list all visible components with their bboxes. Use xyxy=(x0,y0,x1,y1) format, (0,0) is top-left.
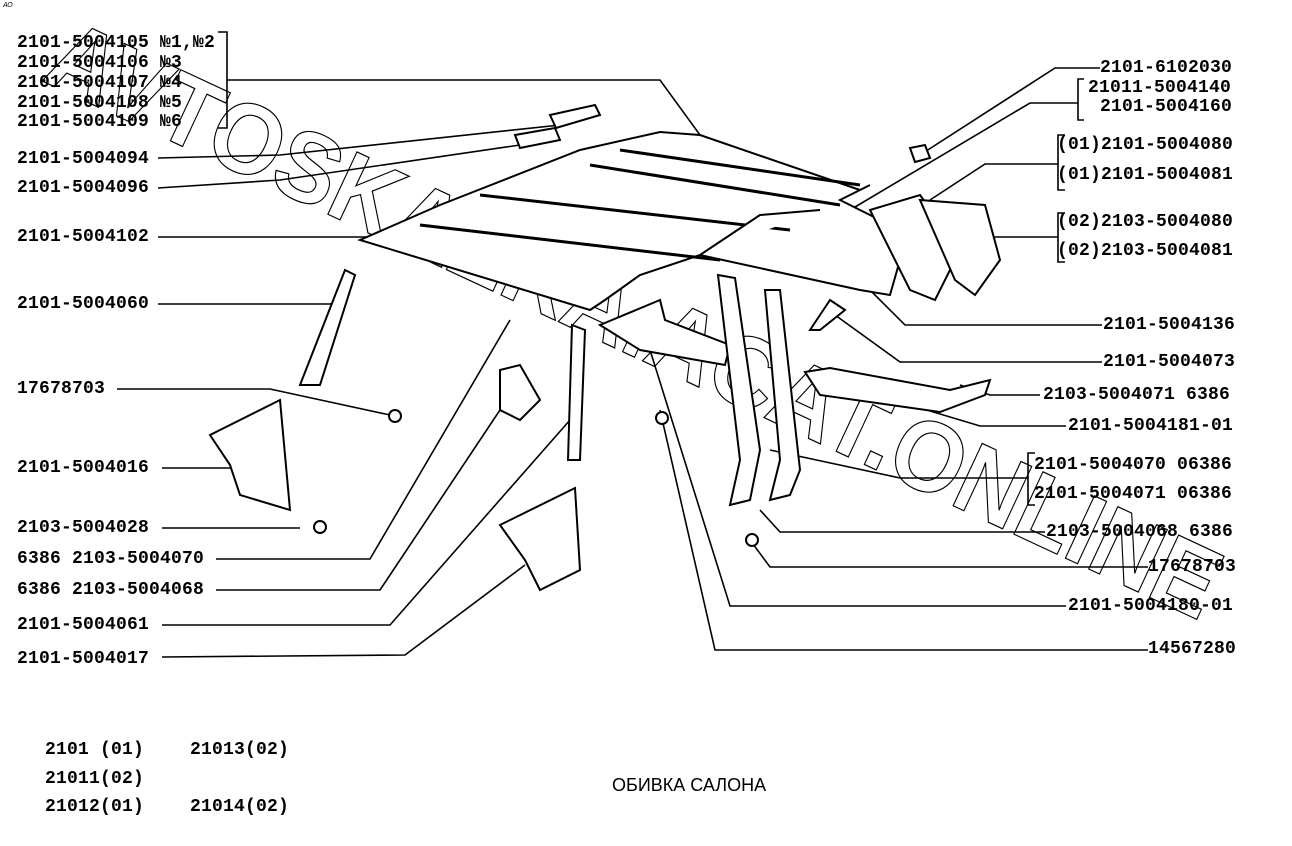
model-code: 21011(02) xyxy=(45,769,145,789)
part-label: 21011-5004140 xyxy=(1088,78,1232,98)
part-label: 2101-5004102 xyxy=(17,227,150,247)
diagram-title: ОБИВКА САЛОНА xyxy=(612,775,767,795)
part-label: 2101-5004105 №1,№2 xyxy=(17,33,216,53)
part-label: 2101-5004096 xyxy=(17,178,150,198)
part-label: 2101-5004180-01 xyxy=(1068,596,1234,616)
part-label: 2101-5004106 №3 xyxy=(17,53,183,73)
part-label: 2101-5004017 xyxy=(17,649,150,669)
part-label: 2101-5004061 xyxy=(17,615,150,635)
model-code: 21013(02) xyxy=(190,740,290,760)
part-label: 2101-6102030 xyxy=(1100,58,1233,78)
part-label: 2101-5004071 06386 xyxy=(1034,484,1233,504)
part-label: 2101-5004016 xyxy=(17,458,150,478)
trim-parts xyxy=(208,103,1002,592)
part-label: (01)2101-5004080 xyxy=(1057,135,1234,155)
part-label: 2101-5004073 xyxy=(1103,352,1236,372)
corner-mark: АО xyxy=(3,2,13,9)
part-label: 2101-5004107 №4 xyxy=(17,73,183,93)
part-label: 2101-5004136 xyxy=(1103,315,1236,335)
part-label: 17678703 xyxy=(1148,557,1237,577)
part-label: 17678703 xyxy=(17,379,106,399)
part-label: 14567280 xyxy=(1148,639,1237,659)
part-label: 2103-5004068 6386 xyxy=(1046,522,1234,542)
part-label: 2101-5004108 №5 xyxy=(17,93,183,113)
part-label: 2101-5004160 xyxy=(1100,97,1233,117)
part-label: (02)2103-5004080 xyxy=(1057,212,1234,232)
part-label: 2101-5004060 xyxy=(17,294,150,314)
model-code: 2101 (01) xyxy=(45,740,145,760)
part-label: 2103-5004071 6386 xyxy=(1043,385,1231,405)
model-code: 21014(02) xyxy=(190,797,290,817)
part-label: 6386 2103-5004070 xyxy=(17,549,205,569)
part-label: 2101-5004094 xyxy=(17,149,150,169)
part-label: (02)2103-5004081 xyxy=(1057,241,1234,261)
part-label: 2101-5004070 06386 xyxy=(1034,455,1233,475)
part-label: 6386 2103-5004068 xyxy=(17,580,205,600)
roof-liner xyxy=(357,130,902,312)
part-label: 2101-5004109 №6 xyxy=(17,112,183,132)
part-label: 2103-5004028 xyxy=(17,518,150,538)
part-label: (01)2101-5004081 xyxy=(1057,165,1234,185)
model-code: 21012(01) xyxy=(45,797,145,817)
part-label: 2101-5004181-01 xyxy=(1068,416,1234,436)
